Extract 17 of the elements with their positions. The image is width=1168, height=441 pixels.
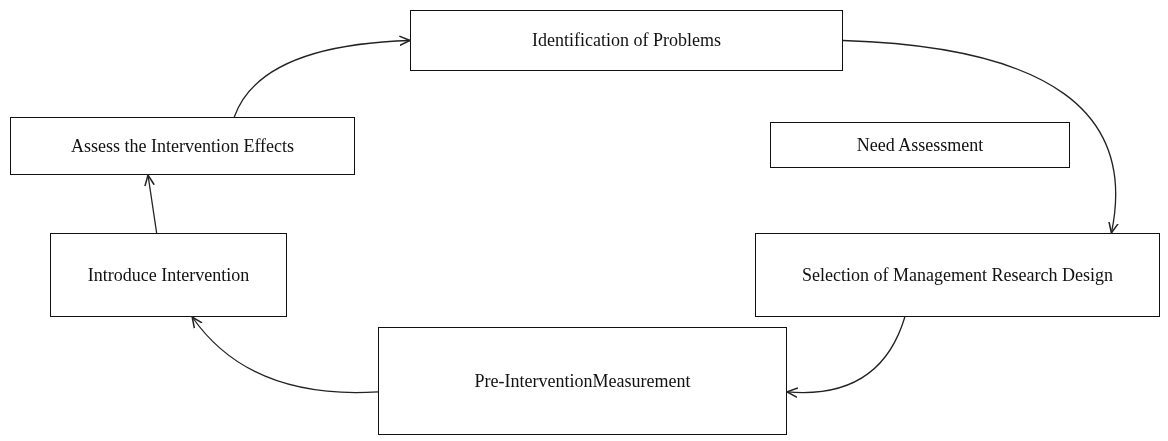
arrow [233, 35, 411, 118]
box-label: Need Assessment [856, 133, 984, 157]
process-box [10, 117, 355, 175]
arrow [191, 316, 379, 394]
box-label: Assess the Intervention Effects [70, 134, 295, 158]
box-label: Identification of Problems [532, 29, 721, 52]
arrow [842, 39, 1119, 234]
process-box [770, 122, 1070, 168]
process-box [410, 10, 843, 71]
arrow [786, 316, 906, 398]
process-box [755, 233, 1160, 317]
arrow [144, 174, 158, 234]
box-label: Selection of Management Research Design [802, 263, 1113, 287]
box-label: Pre-InterventionMeasurement [474, 369, 691, 393]
process-box [50, 233, 287, 317]
box-label: Introduce Intervention [87, 263, 250, 287]
process-box [378, 327, 787, 435]
